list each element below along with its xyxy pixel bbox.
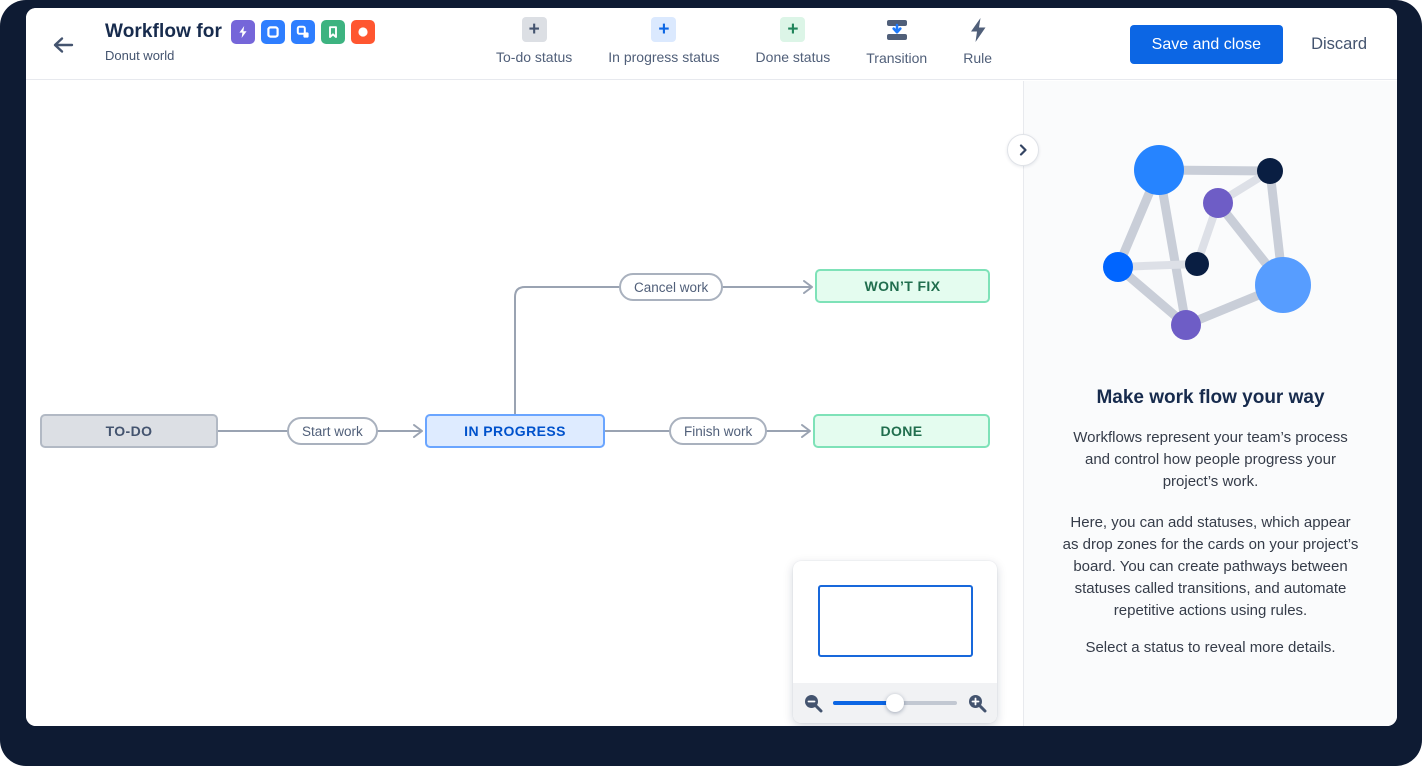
add-done-status-button[interactable]: + Done status <box>755 17 831 65</box>
transition-start-work[interactable]: Start work <box>287 417 378 445</box>
subtask-icon <box>290 20 315 44</box>
status-node-wont-fix[interactable]: WON’T FIX <box>815 269 990 303</box>
back-arrow-icon <box>53 37 74 53</box>
save-and-close-button[interactable]: Save and close <box>1129 25 1284 64</box>
zoom-slider-fill <box>833 701 895 705</box>
header-actions: Save and close Discard <box>1129 25 1367 64</box>
transition-cancel-work[interactable]: Cancel work <box>619 273 724 301</box>
transition-icon <box>884 17 910 43</box>
back-button[interactable] <box>48 30 78 60</box>
issue-type-icons <box>230 20 375 44</box>
workflow-subtitle: Donut world <box>105 48 175 63</box>
chevron-right-icon <box>1019 144 1027 156</box>
status-node-in-progress[interactable]: IN PROGRESS <box>425 414 605 448</box>
header-bar: Workflow for <box>26 8 1397 80</box>
workflow-editor-window: Workflow for <box>26 8 1397 726</box>
minimap-viewport[interactable] <box>818 585 973 657</box>
transition-finish-work[interactable]: Finish work <box>669 417 768 445</box>
add-inprogress-status-button[interactable]: + In progress status <box>608 17 720 65</box>
panel-heading: Make work flow your way <box>1096 387 1325 408</box>
square-icon <box>260 20 285 44</box>
info-panel: Make work flow your way Workflows repres… <box>1023 81 1397 726</box>
collapse-panel-button[interactable] <box>1007 134 1039 166</box>
plus-icon: + <box>521 17 547 42</box>
status-node-todo[interactable]: TO-DO <box>40 414 218 448</box>
zoom-in-icon <box>968 694 986 712</box>
zoom-controls <box>793 683 997 723</box>
discard-button[interactable]: Discard <box>1311 35 1367 53</box>
zoom-out-icon <box>804 694 822 712</box>
zoom-out-button[interactable] <box>802 692 824 714</box>
workflow-canvas[interactable]: TO-DO IN PROGRESS DONE WON’T FIX Start w… <box>26 81 1022 726</box>
plus-icon: + <box>651 17 677 42</box>
add-rule-button[interactable]: Rule <box>963 17 992 66</box>
network-illustration <box>1102 145 1311 340</box>
zoom-in-button[interactable] <box>966 692 988 714</box>
page-title: Workflow for <box>105 21 222 42</box>
add-todo-status-button[interactable]: + To-do status <box>496 17 573 65</box>
panel-paragraph-3: Select a status to reveal more details. <box>1085 638 1336 656</box>
zoom-slider-handle[interactable] <box>886 694 904 712</box>
editor-toolbar: + To-do status + In progress status + Do… <box>496 17 992 66</box>
bookmark-icon <box>320 20 345 44</box>
status-node-done[interactable]: DONE <box>813 414 990 448</box>
editor-body: TO-DO IN PROGRESS DONE WON’T FIX Start w… <box>26 81 1397 726</box>
plus-icon: + <box>780 17 806 42</box>
circle-icon <box>350 20 375 44</box>
title-block: Workflow for <box>105 20 375 63</box>
zoom-slider[interactable] <box>833 694 957 712</box>
panel-paragraph-2: Here, you can add statuses, which appear… <box>1062 513 1359 620</box>
minimap <box>793 561 997 723</box>
lightning-icon <box>230 20 255 44</box>
rule-lightning-icon <box>965 17 991 43</box>
panel-paragraph-1: Workflows represent your team’s process … <box>1073 429 1348 491</box>
add-transition-button[interactable]: Transition <box>866 17 927 66</box>
transition-connectors <box>217 280 813 438</box>
